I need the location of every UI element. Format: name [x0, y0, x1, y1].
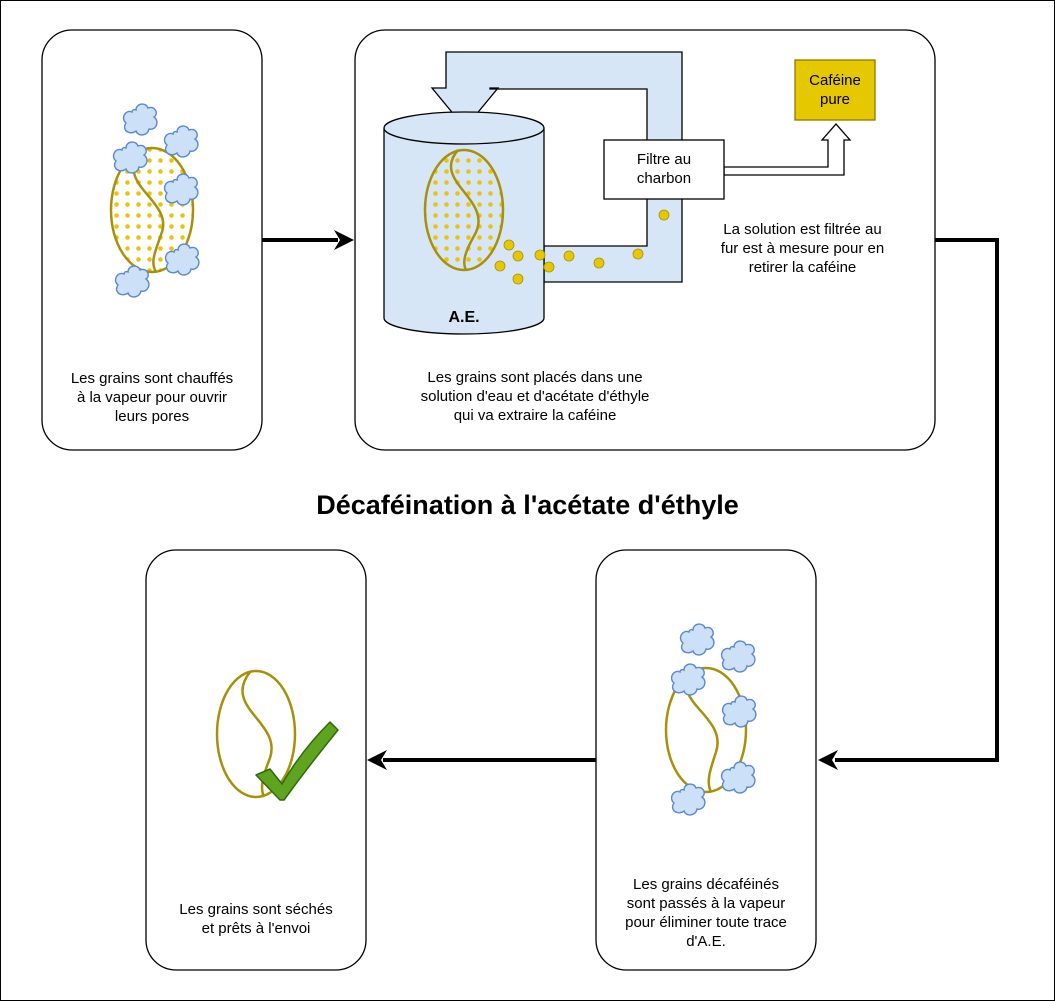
step-4-bean-icon: [215, 669, 297, 799]
recirculation-pipe: [430, 51, 683, 283]
tank-label: A.E.: [448, 309, 480, 326]
filter-to-caffeine-arrow: [723, 123, 852, 176]
check-icon: [255, 721, 339, 801]
step-2-label: Les grains sont placés dans une solution…: [420, 369, 650, 424]
step-2-bean-icon: [423, 148, 505, 272]
pure-caffeine-box: [794, 59, 876, 121]
step-3-label: Les grains décaféinés sont passés à la v…: [625, 876, 787, 950]
arrow-step1-to-step2: [262, 230, 354, 250]
caffeine-particles: [494, 209, 670, 285]
filter-label: Filtre au charbon: [636, 151, 692, 187]
step-1-label: Les grains sont chauffés à la vapeur pou…: [70, 370, 234, 425]
step-3-bean-icon: [664, 666, 748, 794]
arrow-step3-to-step4: [367, 750, 596, 770]
filter-note: La solution est filtrée au fur est à mes…: [720, 221, 885, 276]
charcoal-filter-box: [603, 139, 725, 200]
diagram-title: Décaféination à l'acétate d'éthyle: [316, 490, 739, 520]
step-1-bean-icon: [109, 146, 195, 274]
caffeine-label: Caféine pure: [809, 72, 861, 108]
arrow-step2-to-step3: [818, 238, 999, 770]
step-4-label: Les grains sont séchés et prêts à l'envo…: [179, 901, 333, 937]
